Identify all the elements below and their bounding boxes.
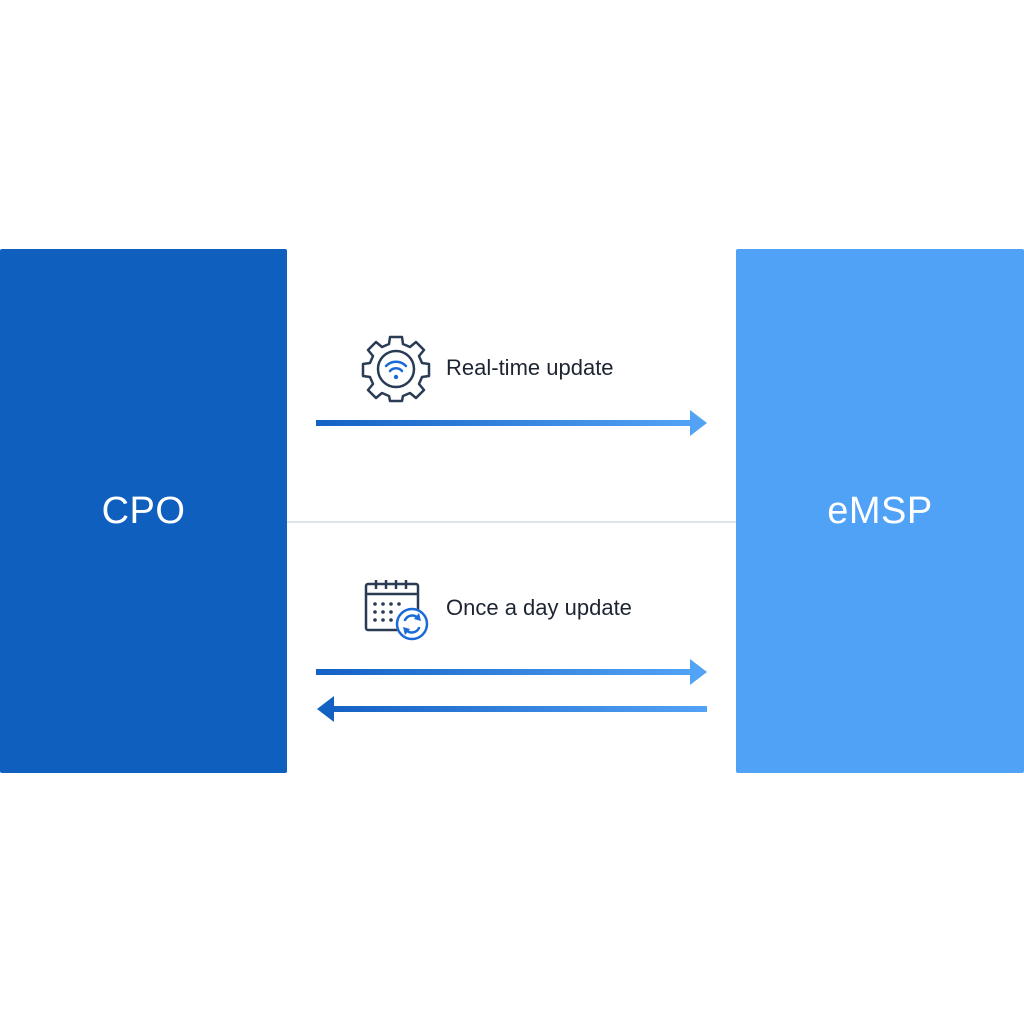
emsp-block: eMSP: [736, 249, 1024, 773]
daily-update-label: Once a day update: [446, 595, 632, 620]
realtime-arrow-right: [316, 410, 707, 436]
realtime-update-label: Real-time update: [446, 355, 614, 380]
gear-wifi-icon: [361, 335, 431, 403]
cpo-block: CPO: [0, 249, 287, 773]
section-divider: [287, 521, 736, 523]
daily-arrow-right: [316, 659, 707, 685]
daily-arrow-left: [317, 696, 707, 722]
emsp-label: eMSP: [827, 489, 933, 532]
cpo-label: CPO: [101, 489, 186, 532]
calendar-sync-icon: [364, 580, 429, 641]
